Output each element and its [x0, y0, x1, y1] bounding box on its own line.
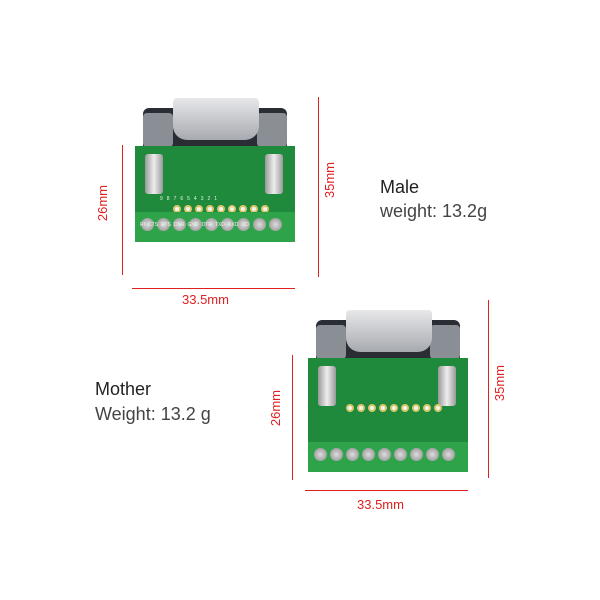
- male-dsub-plug: [173, 98, 259, 140]
- hex-standoff: [143, 113, 173, 147]
- pin-label: DTR: [201, 222, 212, 228]
- terminal-screw: [410, 448, 423, 461]
- screw-post: [318, 366, 336, 406]
- terminal-screw: [205, 218, 218, 231]
- pin-label: CTS: [148, 222, 158, 228]
- screw-post: [145, 154, 163, 194]
- pin-label: RI: [140, 222, 145, 228]
- pin-label: TXD: [214, 222, 225, 228]
- terminal-screw: [189, 218, 202, 231]
- pin-hole: [390, 404, 398, 412]
- terminal-screw: [253, 218, 266, 231]
- male-board-height-line: [122, 145, 123, 275]
- female-width-line: [305, 490, 468, 491]
- female-board-height: 26mm: [268, 390, 283, 427]
- pin-label: RTS: [161, 222, 171, 228]
- female-dsub-socket: [346, 310, 432, 352]
- female-title: Mother: [95, 379, 152, 399]
- pin-label: DSR: [173, 222, 185, 228]
- male-width-line: [132, 288, 295, 289]
- terminal-screw: [237, 218, 250, 231]
- male-width: 33.5mm: [182, 292, 229, 307]
- hex-standoff: [430, 325, 460, 359]
- male-total-height-line: [318, 97, 319, 277]
- terminal-screw: [330, 448, 343, 461]
- male-total-height: 35mm: [322, 162, 337, 199]
- pin-label: GND: [187, 222, 199, 228]
- pin-label: RXD: [227, 222, 239, 228]
- female-pin-row: [346, 404, 442, 412]
- pin-number: 6: [180, 196, 184, 202]
- hex-standoff: [316, 325, 346, 359]
- terminal-screw: [442, 448, 455, 461]
- pin-number: 5: [187, 196, 190, 202]
- male-board-height: 26mm: [95, 185, 110, 222]
- female-width: 33.5mm: [357, 497, 404, 512]
- pin-hole: [357, 404, 365, 412]
- pin-number: 7: [173, 196, 177, 202]
- male-title: Male: [380, 177, 420, 197]
- terminal-screw: [378, 448, 391, 461]
- pin-hole: [401, 404, 409, 412]
- screw-post: [265, 154, 283, 194]
- pin-number: 2: [207, 196, 211, 202]
- pin-hole: [379, 404, 387, 412]
- male-weight: weight: 13.2g: [380, 201, 488, 221]
- pin-number: 9: [160, 196, 163, 202]
- terminal-screw: [157, 218, 170, 231]
- terminal-screw: [314, 448, 327, 461]
- female-weight: Weight: 13.2 g: [95, 404, 211, 424]
- female-board-height-line: [292, 355, 293, 480]
- terminal-screw: [394, 448, 407, 461]
- terminal-screw: [346, 448, 359, 461]
- terminal-screw: [362, 448, 375, 461]
- male-connector-image: [135, 98, 295, 242]
- pin-label: CD: [241, 222, 249, 228]
- male-screw-terminal: [135, 212, 295, 242]
- pin-hole: [346, 404, 354, 412]
- female-screw-terminal: [308, 442, 468, 472]
- pin-number: 1: [214, 196, 218, 202]
- screw-post: [438, 366, 456, 406]
- pin-hole: [412, 404, 420, 412]
- terminal-screw: [141, 218, 154, 231]
- pin-number: 4: [193, 196, 197, 202]
- terminal-screw: [221, 218, 234, 231]
- terminal-screw: [173, 218, 186, 231]
- female-connector-image: [308, 310, 468, 472]
- pin-hole: [368, 404, 376, 412]
- female-total-height-line: [488, 300, 489, 478]
- terminal-screw: [426, 448, 439, 461]
- pin-number: 8: [166, 196, 170, 202]
- female-total-height: 35mm: [492, 365, 507, 402]
- hex-standoff: [257, 113, 287, 147]
- pin-number: 3: [200, 196, 204, 202]
- pin-hole: [423, 404, 431, 412]
- pin-hole: [434, 404, 442, 412]
- terminal-screw: [269, 218, 282, 231]
